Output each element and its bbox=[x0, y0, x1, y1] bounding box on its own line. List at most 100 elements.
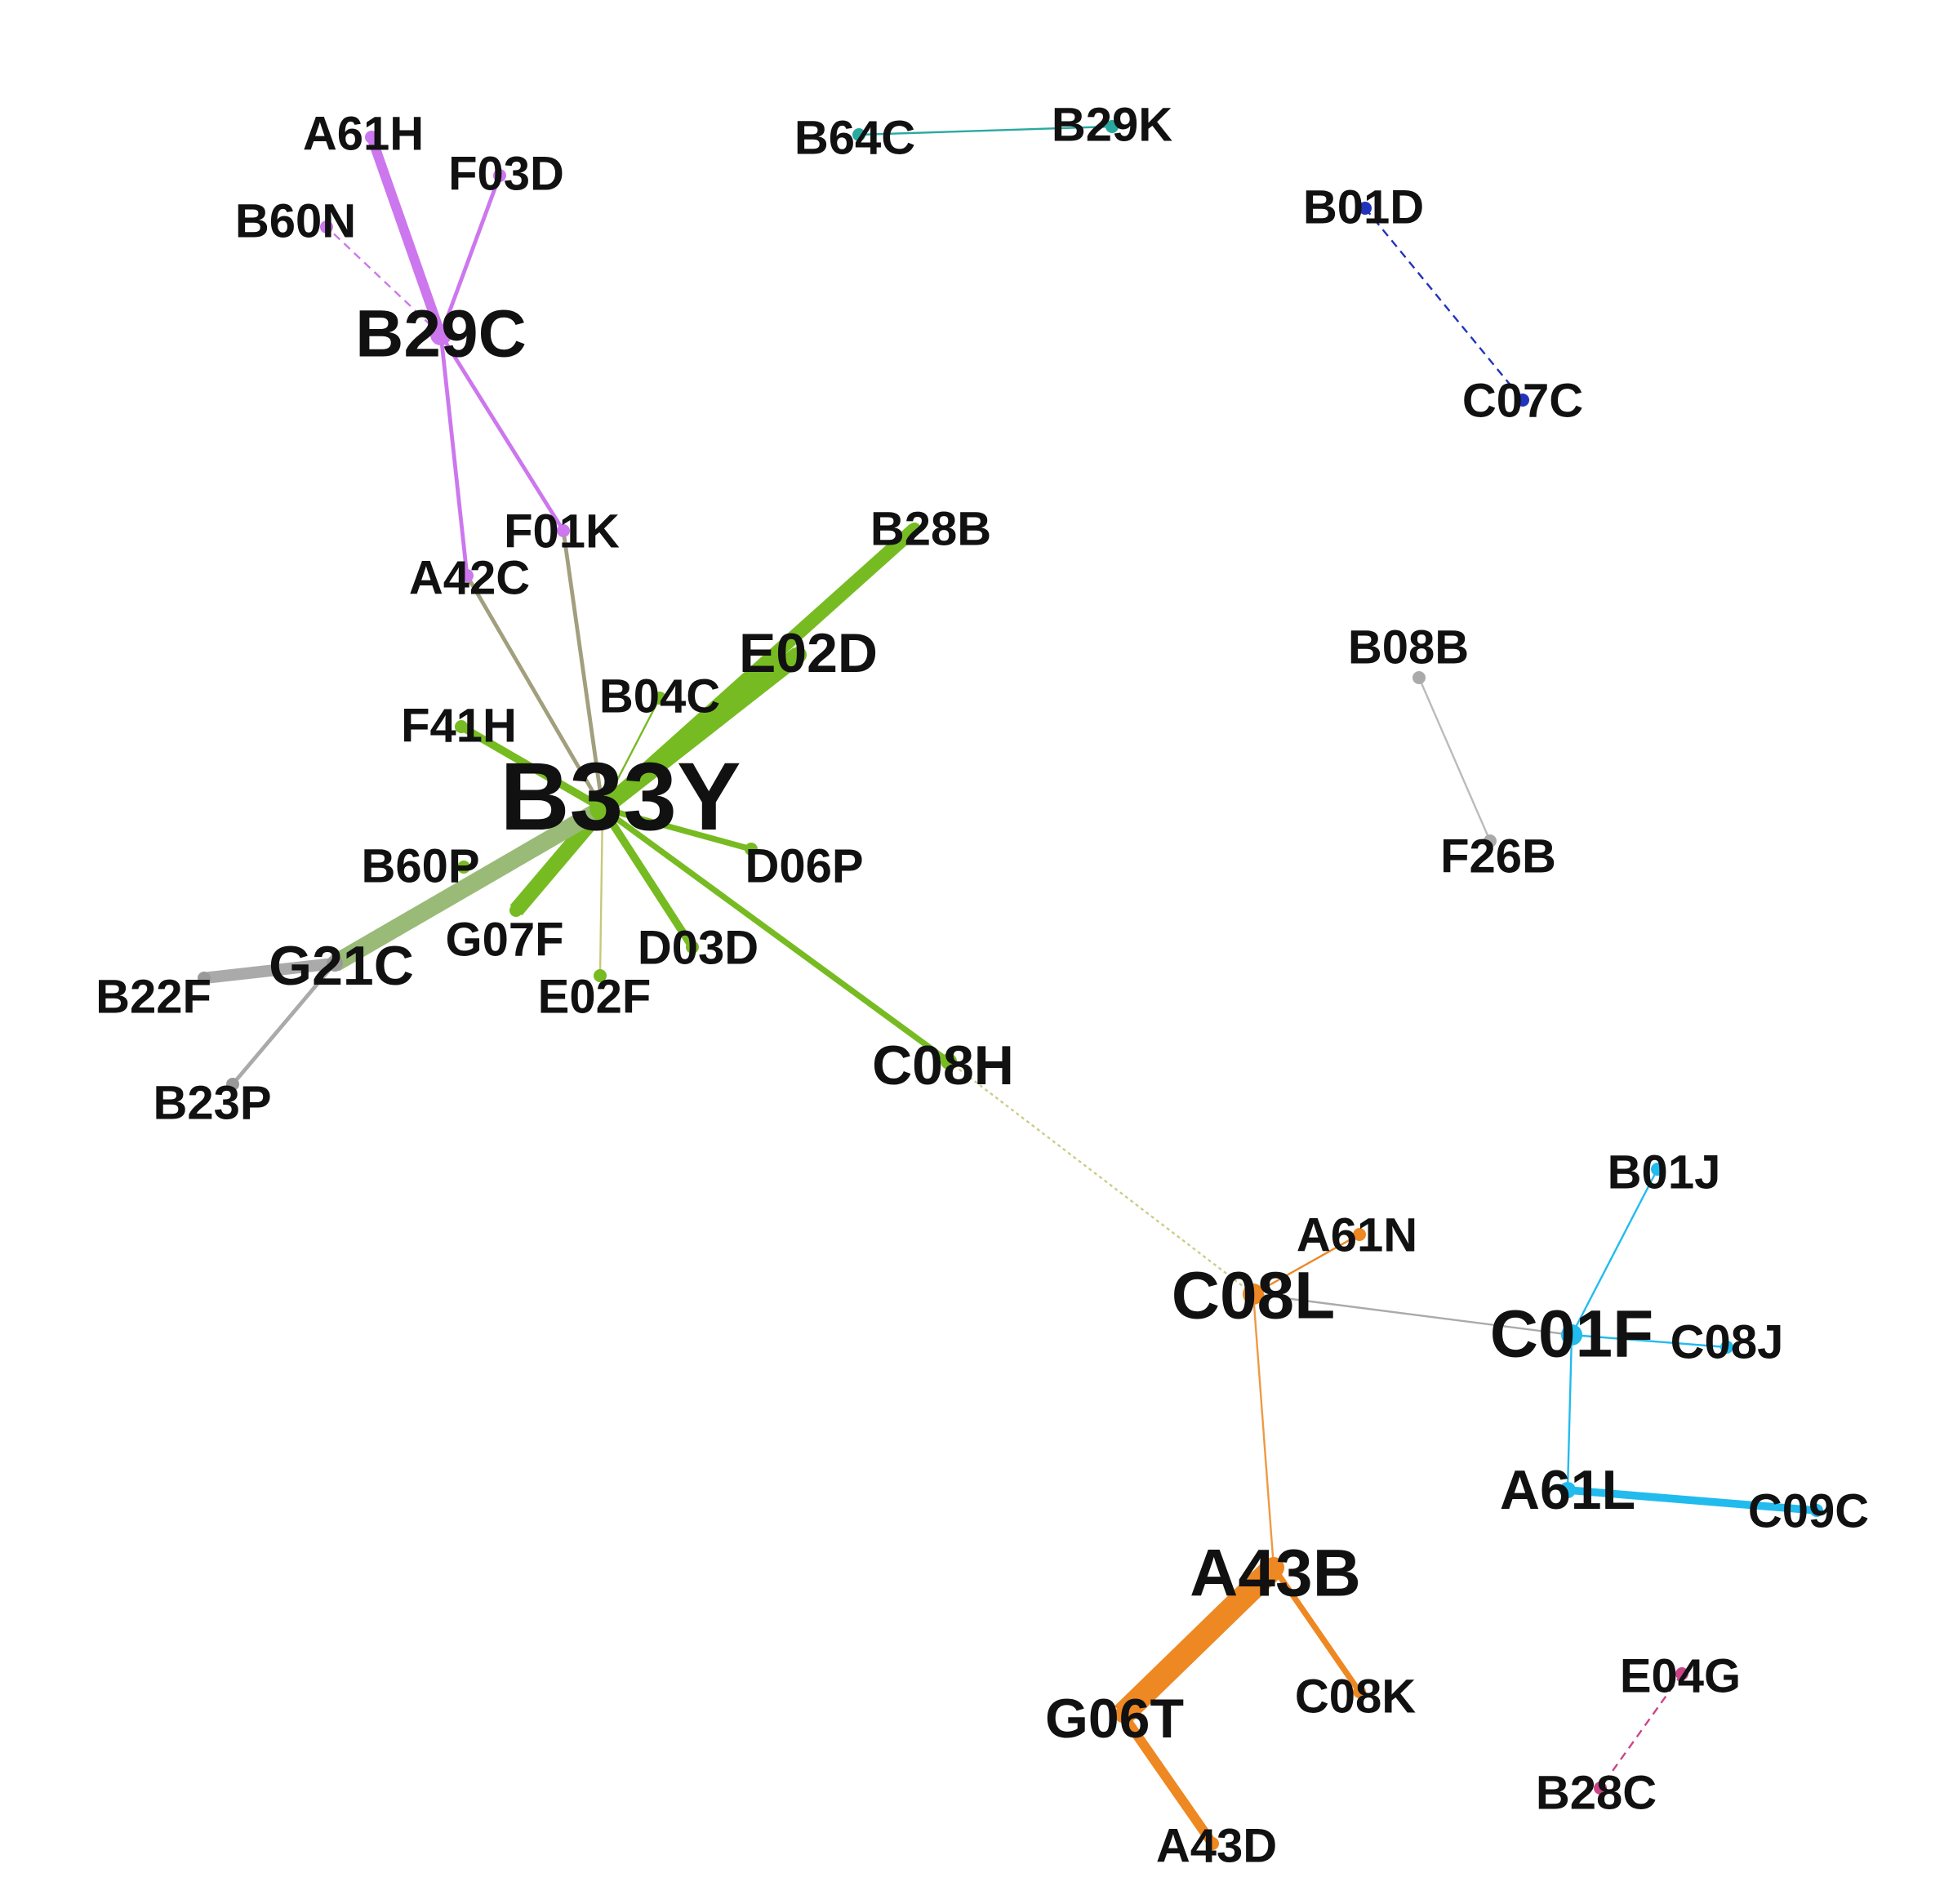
node-label-g06t: G06T bbox=[1045, 1688, 1184, 1750]
node-b60n[interactable] bbox=[320, 220, 333, 234]
edge-c01f-c08j bbox=[1571, 1333, 1728, 1349]
node-c08h[interactable] bbox=[941, 1053, 957, 1070]
node-label-b04c: B04C bbox=[599, 670, 720, 723]
node-a61h[interactable] bbox=[365, 131, 378, 144]
node-label-b28c: B28C bbox=[1536, 1766, 1657, 1819]
node-g07f[interactable] bbox=[509, 904, 523, 917]
node-b33y[interactable] bbox=[589, 795, 616, 821]
node-a43d[interactable] bbox=[1206, 1837, 1219, 1850]
edge-b08b-f26b bbox=[1417, 677, 1492, 842]
node-label-e04g: E04G bbox=[1620, 1649, 1741, 1702]
edge-c08l-a43b bbox=[1252, 1293, 1275, 1568]
node-c08k[interactable] bbox=[1353, 1685, 1366, 1698]
edge-b33y-e02d bbox=[597, 647, 804, 816]
node-e02f[interactable] bbox=[594, 969, 607, 982]
node-label-c08h: C08H bbox=[872, 1034, 1014, 1097]
node-b64c[interactable] bbox=[852, 128, 865, 141]
node-label-b60p: B60P bbox=[361, 839, 479, 892]
node-a42c[interactable] bbox=[460, 569, 474, 582]
edge-c08l-a61n bbox=[1252, 1233, 1360, 1296]
edge-a43b-g06t bbox=[1114, 1559, 1283, 1724]
node-d03d[interactable] bbox=[686, 941, 699, 954]
node-label-g21c: G21C bbox=[269, 935, 414, 997]
node-c08l[interactable] bbox=[1243, 1283, 1264, 1305]
node-label-f41h: F41H bbox=[401, 699, 517, 752]
edge-a61l-c09c bbox=[1567, 1486, 1817, 1515]
edge-c08h-c08l bbox=[948, 1061, 1254, 1295]
node-b22f[interactable] bbox=[198, 972, 211, 985]
edge-c08l-c01f bbox=[1252, 1292, 1573, 1337]
node-label-b23p: B23P bbox=[153, 1076, 271, 1129]
node-b60p[interactable] bbox=[457, 861, 470, 874]
node-b29c[interactable] bbox=[430, 324, 452, 345]
edge-b64c-b29k bbox=[858, 125, 1113, 136]
node-b01d[interactable] bbox=[1359, 202, 1372, 215]
node-a61n[interactable] bbox=[1353, 1228, 1366, 1241]
node-f03d[interactable] bbox=[493, 169, 506, 182]
edge-b33y-f01k bbox=[561, 530, 605, 809]
node-label-b33y: B33Y bbox=[500, 743, 741, 851]
edge-b33y-g21c bbox=[330, 800, 607, 972]
node-label-f03d: F03D bbox=[448, 147, 564, 200]
node-b01j[interactable] bbox=[1651, 1163, 1664, 1176]
node-g21c[interactable] bbox=[327, 955, 343, 972]
node-label-f26b: F26B bbox=[1440, 830, 1556, 883]
node-c01f[interactable] bbox=[1561, 1324, 1582, 1346]
edge-b29c-b60n bbox=[326, 226, 442, 336]
edge-b33y-d03d bbox=[598, 806, 696, 950]
edge-g06t-a43d bbox=[1119, 1711, 1217, 1847]
node-b29k[interactable] bbox=[1106, 120, 1119, 133]
node-a61l[interactable] bbox=[1559, 1482, 1576, 1498]
node-label-a61l: A61L bbox=[1500, 1459, 1635, 1521]
node-label-c09c: C09C bbox=[1748, 1484, 1869, 1537]
node-label-e02d: E02D bbox=[739, 622, 878, 684]
node-label-b22f: B22F bbox=[96, 970, 211, 1023]
edge-c01f-a61l bbox=[1566, 1334, 1573, 1491]
node-label-d06p: D06P bbox=[745, 839, 863, 892]
node-f01k[interactable] bbox=[557, 524, 570, 537]
node-e02d[interactable] bbox=[790, 647, 807, 663]
node-b28b[interactable] bbox=[908, 523, 921, 536]
nodes-layer bbox=[198, 120, 1823, 1850]
node-c09c[interactable] bbox=[1810, 1504, 1823, 1517]
node-label-b01d: B01D bbox=[1303, 180, 1424, 234]
edge-b29c-a61h bbox=[367, 136, 446, 336]
node-label-b28b: B28B bbox=[870, 502, 991, 555]
node-c08j[interactable] bbox=[1720, 1341, 1733, 1354]
edge-b33y-d06p bbox=[602, 805, 752, 852]
edge-g21c-b23p bbox=[231, 962, 336, 1086]
node-label-a42c: A42C bbox=[409, 551, 530, 604]
node-label-c08l: C08L bbox=[1172, 1259, 1336, 1333]
node-label-b29c: B29C bbox=[355, 297, 527, 371]
node-label-c08j: C08J bbox=[1671, 1315, 1784, 1368]
edge-g21c-b22f bbox=[203, 957, 336, 985]
node-label-b29k: B29K bbox=[1052, 98, 1172, 151]
node-a43b[interactable] bbox=[1263, 1557, 1284, 1578]
edge-b33y-c08h bbox=[600, 806, 951, 1064]
edge-b33y-a42c bbox=[465, 574, 605, 810]
node-b04c[interactable] bbox=[653, 692, 666, 705]
edge-c01f-b01j bbox=[1570, 1168, 1659, 1336]
node-b08b[interactable] bbox=[1412, 671, 1426, 684]
node-label-g07f: G07F bbox=[445, 913, 563, 966]
node-b28c[interactable] bbox=[1594, 1782, 1607, 1795]
node-label-a43b: A43B bbox=[1190, 1537, 1361, 1611]
edge-a43b-c08k bbox=[1271, 1565, 1362, 1694]
node-label-b08b: B08B bbox=[1348, 621, 1469, 674]
node-f26b[interactable] bbox=[1484, 834, 1497, 847]
node-label-c01f: C01F bbox=[1490, 1297, 1654, 1372]
node-c07c[interactable] bbox=[1516, 394, 1529, 407]
node-g06t[interactable] bbox=[1114, 1706, 1131, 1723]
node-label-c07c: C07C bbox=[1462, 374, 1583, 427]
edges-layer bbox=[203, 125, 1817, 1847]
node-e04g[interactable] bbox=[1675, 1667, 1688, 1680]
node-d06p[interactable] bbox=[745, 843, 758, 856]
node-f41h[interactable] bbox=[455, 720, 468, 733]
edge-b33y-e02f bbox=[598, 807, 604, 976]
node-label-b64c: B64C bbox=[794, 111, 915, 164]
edge-b29c-f03d bbox=[438, 175, 502, 336]
node-label-b01j: B01J bbox=[1608, 1146, 1721, 1199]
node-b23p[interactable] bbox=[226, 1078, 239, 1091]
